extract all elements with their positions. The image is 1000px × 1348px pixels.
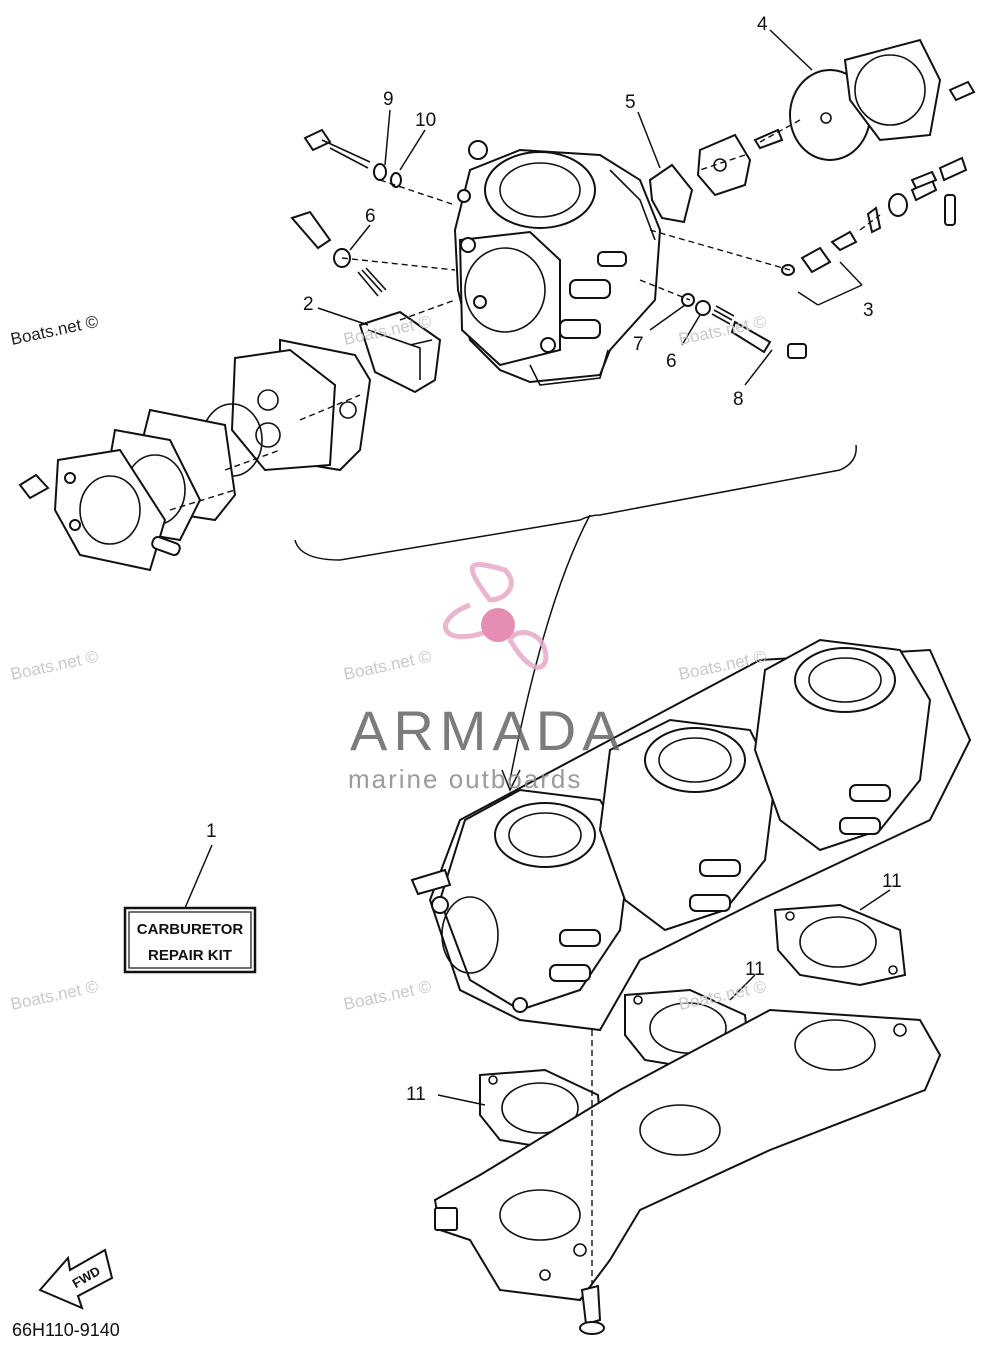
part-code: 66H110-9140 (12, 1320, 120, 1340)
boats-net-watermark: Boats.net © (342, 647, 434, 684)
carburetor-bank-body-2 (598, 718, 777, 932)
callout-2: 2 (303, 294, 314, 315)
boats-net-watermark: Boats.net © (9, 312, 101, 349)
pump-cover-parts (648, 128, 784, 224)
callout-6-right: 6 (666, 351, 677, 372)
carburetor-bank-assembly (410, 638, 972, 1032)
callout-3: 3 (863, 300, 874, 321)
carburetor-bank-body-3 (753, 638, 932, 852)
boats-net-watermark: Boats.net © (342, 977, 434, 1014)
callout-4: 4 (757, 14, 768, 35)
small-fittings-right (888, 156, 968, 226)
diaphragm-pump-stack (18, 338, 372, 572)
callout-5: 5 (625, 92, 636, 113)
pilot-screw-9-10 (303, 128, 402, 188)
callout-8: 8 (733, 389, 744, 410)
callout-9: 9 (383, 89, 394, 110)
boats-net-watermark: Boats.net © (9, 977, 101, 1014)
callout-11-left: 11 (406, 1084, 426, 1105)
armada-logo-watermark: ARMADA marine outboards (348, 562, 626, 794)
carburetor-repair-kit-box: CARBURETOR REPAIR KIT (123, 906, 257, 974)
callout-10: 10 (415, 110, 436, 131)
single-carburetor-exploded (18, 38, 976, 792)
gasket-11-right (773, 903, 907, 987)
float-chamber-gasket-2 (358, 310, 442, 394)
callout-1: 1 (206, 821, 217, 842)
group-leader (509, 514, 591, 781)
diaphragm-cover-4 (789, 38, 976, 161)
callout-6-left: 6 (365, 206, 376, 227)
right-fitting-7-6-8 (681, 293, 807, 359)
carburetor-bank-body-1 (438, 788, 632, 1012)
manifold-bolt (579, 1284, 605, 1335)
propeller-icon (443, 562, 549, 670)
brand-tagline: marine outboards (348, 764, 582, 794)
needle-valve-assy-3 (781, 206, 882, 276)
fwd-arrow: FWD (38, 1248, 114, 1310)
group-bracket (294, 444, 857, 561)
repair-kit-line2: REPAIR KIT (148, 947, 232, 964)
boats-net-watermark: Boats.net © (9, 647, 101, 684)
brand-name: ARMADA (350, 699, 626, 762)
intake-manifold (433, 1008, 942, 1302)
leader-lines (184, 29, 891, 1106)
carburetor-body (453, 140, 662, 386)
repair-kit-line1: CARBURETOR (137, 921, 244, 938)
callout-11-middle: 11 (745, 959, 765, 980)
callout-11-right: 11 (882, 871, 902, 892)
callout-labels: 1 2 3 4 5 6 6 7 8 9 10 11 11 11 (206, 14, 902, 1105)
callout-7: 7 (633, 334, 644, 355)
